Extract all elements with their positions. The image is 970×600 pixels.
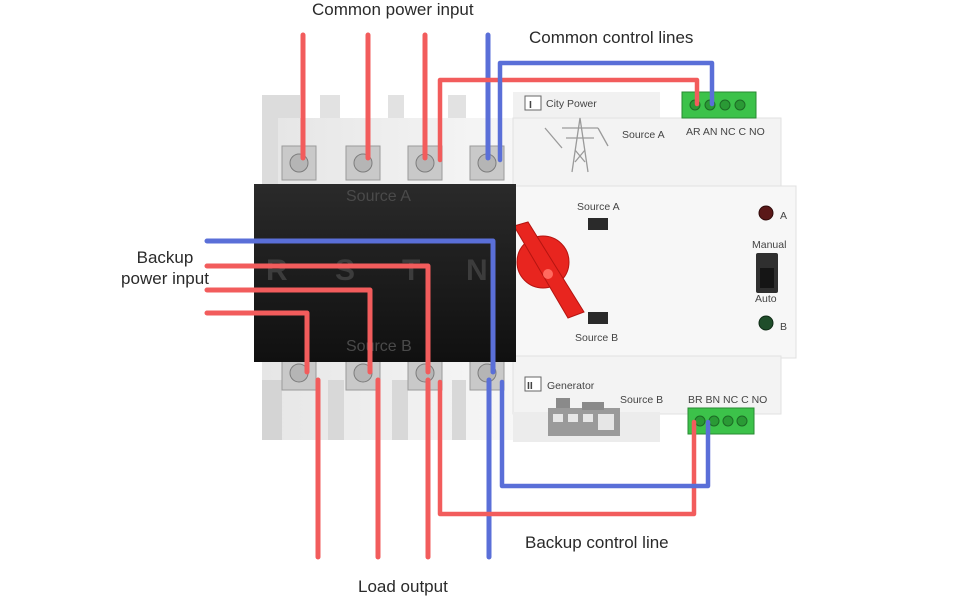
controller-module: I City Power Source A AR AN NC C NO bbox=[512, 91, 797, 442]
indicator-b-lamp bbox=[758, 315, 774, 331]
module-b-numeral: II bbox=[527, 380, 533, 392]
module-b-terminals: BR BN NC C NO bbox=[688, 394, 767, 406]
indicator-a-lamp bbox=[758, 205, 774, 221]
module-b-source: Source B bbox=[620, 394, 663, 406]
module-a-terminals: AR AN NC C NO bbox=[686, 126, 765, 138]
load-output-label: Load output bbox=[358, 577, 448, 596]
switch-source-b-label: Source B bbox=[575, 332, 618, 344]
switch-source-a-label: Source A bbox=[577, 201, 620, 213]
backup-control-blue bbox=[499, 379, 711, 489]
terminal-top-s bbox=[345, 145, 381, 181]
power-tower-icon bbox=[544, 117, 609, 173]
backup-phase-r-wire bbox=[204, 310, 310, 375]
load-output-wires bbox=[315, 377, 431, 560]
module-a-name: City Power bbox=[546, 98, 597, 110]
mode-manual-label: Manual bbox=[752, 239, 786, 251]
phase-label-t: T bbox=[402, 254, 420, 287]
phase-label-s: S bbox=[335, 254, 355, 287]
backup-control-red bbox=[437, 379, 697, 517]
breaker-source-a-label: Source A bbox=[346, 188, 411, 205]
wires bbox=[204, 32, 715, 560]
terminal-block-a bbox=[681, 91, 757, 119]
mode-auto-label: Auto bbox=[755, 293, 777, 305]
common-control-lines-label: Common control lines bbox=[529, 28, 694, 47]
module-b-name: Generator bbox=[547, 380, 595, 392]
module-a-numeral: I bbox=[529, 99, 532, 111]
backup-control-line-label: Backup control line bbox=[525, 533, 669, 552]
terminal-block-b bbox=[687, 407, 755, 435]
common-control-red bbox=[437, 77, 700, 163]
indicator-a-label: A bbox=[780, 210, 787, 222]
module-b-panel: II Generator Source B BR BN NC C NO bbox=[524, 376, 767, 436]
mode-toggle-switch[interactable] bbox=[756, 253, 778, 293]
rotary-handle[interactable] bbox=[513, 221, 585, 319]
module-a-source: Source A bbox=[622, 129, 665, 141]
phase-label-n: N bbox=[466, 254, 488, 287]
common-power-input-label: Common power input bbox=[312, 0, 474, 19]
backup-phase-s-wire bbox=[204, 287, 373, 375]
backup-phase-t-wire bbox=[204, 263, 431, 375]
window-source-b bbox=[588, 312, 608, 324]
terminal-bottom-t bbox=[407, 359, 443, 391]
terminal-bottom-r bbox=[281, 359, 317, 391]
module-a-panel: I City Power Source A AR AN NC C NO bbox=[524, 95, 765, 173]
breaker-source-b-label: Source B bbox=[346, 338, 412, 355]
switch-panel: Source A Source B bbox=[575, 201, 620, 344]
generator-icon bbox=[548, 398, 620, 436]
terminal-top-r bbox=[281, 145, 317, 181]
breaker-face: Source A Source B R S T N bbox=[254, 184, 516, 362]
backup-power-input-label: Backup power input bbox=[121, 248, 209, 288]
backup-neutral-wire bbox=[204, 238, 496, 375]
indicator-b-label: B bbox=[780, 321, 787, 333]
terminal-bottom-s bbox=[345, 359, 381, 391]
window-source-a bbox=[588, 218, 608, 230]
common-power-wires bbox=[300, 32, 428, 161]
common-control-blue bbox=[497, 60, 715, 163]
phase-label-r: R bbox=[266, 254, 288, 287]
